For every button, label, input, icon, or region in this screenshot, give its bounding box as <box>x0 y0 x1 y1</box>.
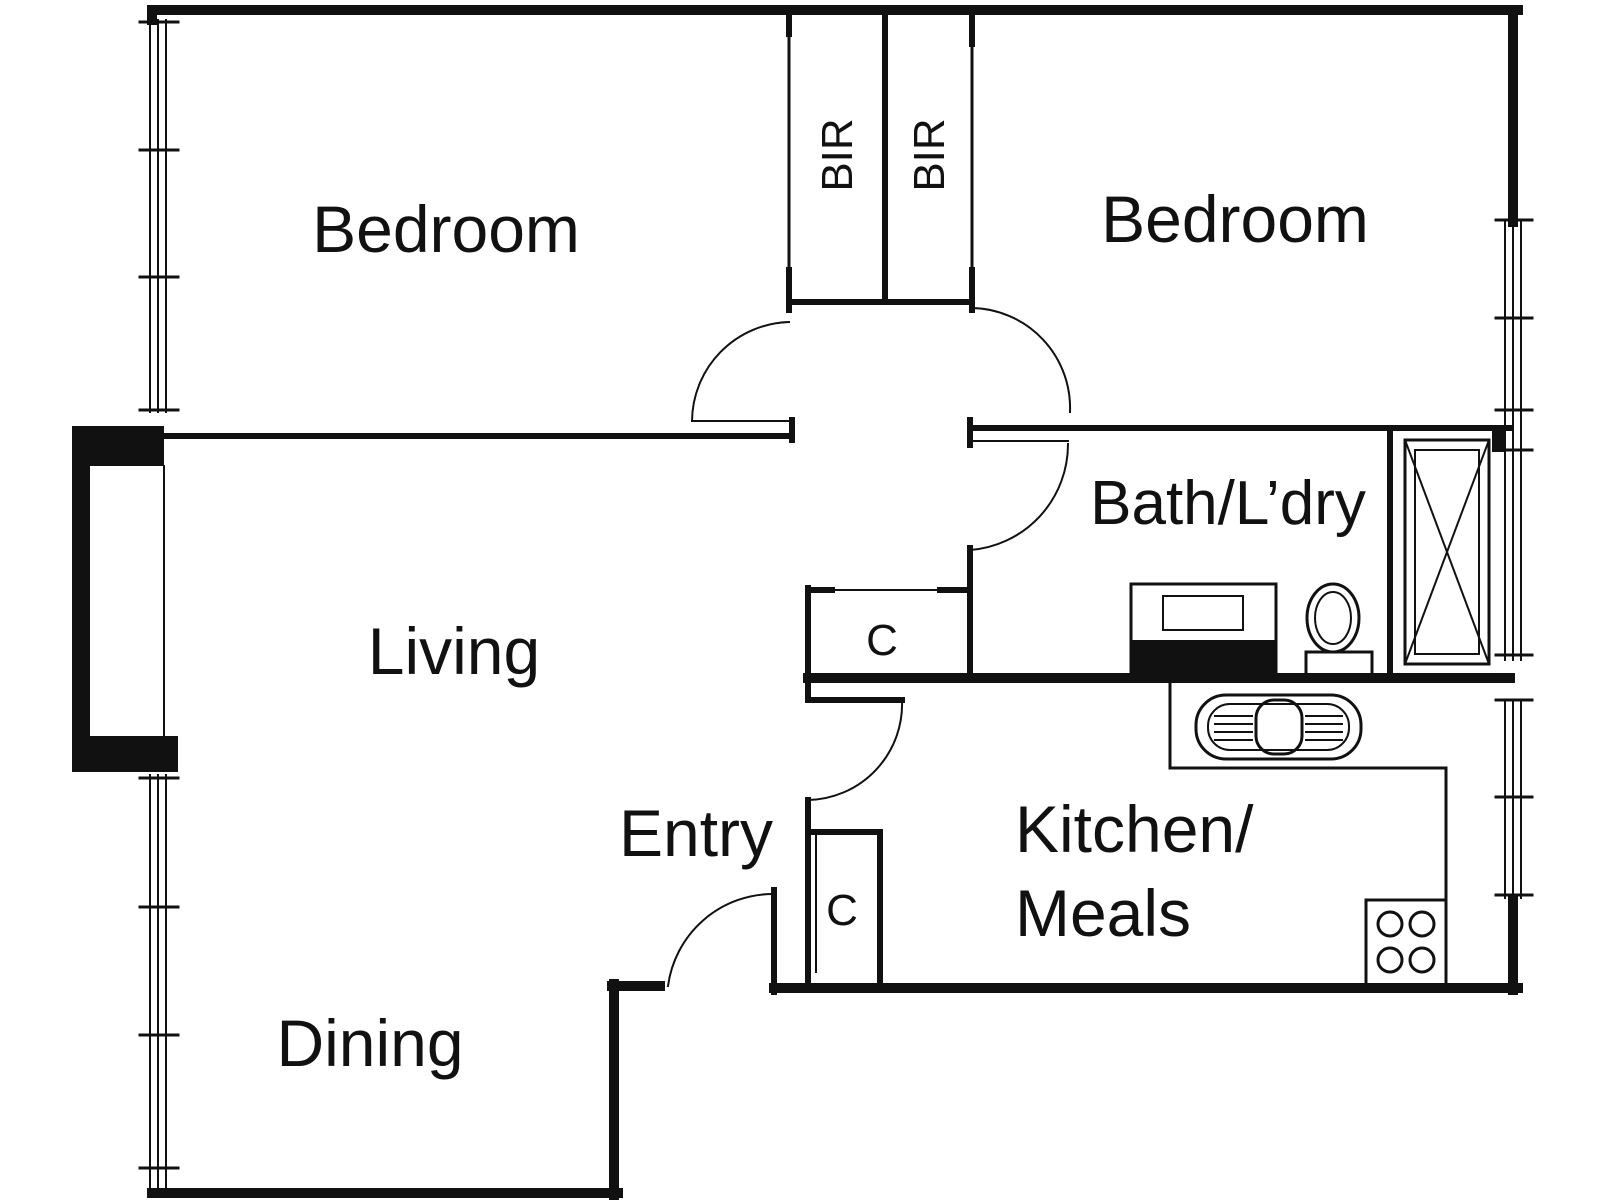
cupboards <box>805 585 973 993</box>
left-bay <box>72 426 178 772</box>
label-kitchen-line2: Meals <box>1015 876 1191 950</box>
kitchen-fixtures <box>1168 680 1448 990</box>
label-dining: Dining <box>276 1006 463 1080</box>
outer-walls <box>147 5 1523 1200</box>
label-bedroom-right: Bedroom <box>1101 182 1369 256</box>
bedroom-partitions <box>161 7 1513 448</box>
label-bath-laundry: Bath/L’dry <box>1090 469 1366 538</box>
doors <box>666 306 1072 988</box>
label-cupboard-upper: C <box>866 616 898 665</box>
left-window-upper <box>138 19 180 413</box>
label-bir-left: BIR <box>813 118 862 191</box>
label-cupboard-lower: C <box>826 886 858 935</box>
left-window-lower <box>138 774 180 1191</box>
label-living: Living <box>368 614 540 688</box>
label-entry: Entry <box>619 796 773 870</box>
label-kitchen-line1: Kitchen/ <box>1015 792 1254 866</box>
right-window-lower <box>1494 698 1534 899</box>
bath-laundry <box>803 425 1515 683</box>
label-bedroom-left: Bedroom <box>312 192 580 266</box>
room-labels: Bedroom Bedroom BIR BIR Bath/L’dry Livin… <box>276 118 1368 1080</box>
label-bir-right: BIR <box>905 118 954 191</box>
